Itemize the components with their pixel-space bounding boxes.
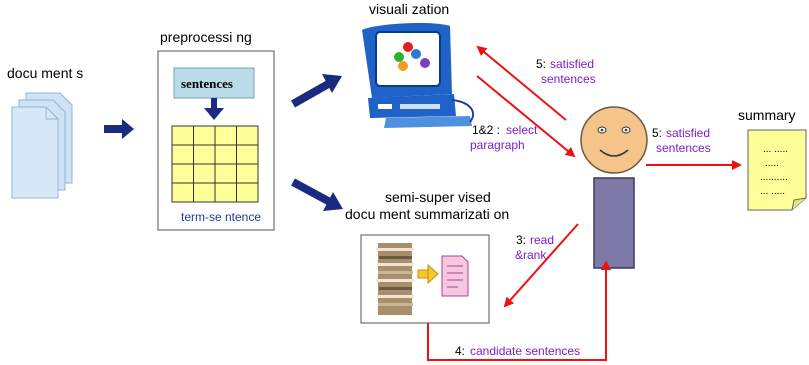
arrow-icon-orange <box>417 263 439 285</box>
edge5-right-text2: sentences <box>656 141 711 155</box>
edge5-top-num: 5: <box>536 57 546 71</box>
edge5-top-text2: sentences <box>541 72 596 86</box>
summary-line-4: ... ..... <box>760 186 785 197</box>
document-summarization-label: docu ment summarizati on <box>345 206 509 222</box>
summary-document-icon <box>747 129 807 211</box>
edge4-text: candidate sentences <box>470 344 580 358</box>
sentences-box <box>173 67 255 99</box>
documents-label: docu ment s <box>7 65 83 81</box>
edge12-num: 1&2 : <box>472 123 500 137</box>
user-icon <box>580 106 648 269</box>
paper-stack-icon <box>376 243 414 315</box>
edge12-text1: select <box>506 123 538 137</box>
arrow-visualization-to-user <box>476 75 576 158</box>
edge5-right-num: 5: <box>652 126 662 140</box>
arrow-preprocessing-to-summarization <box>291 178 343 211</box>
sentences-label: sentences <box>181 76 233 91</box>
edge3-num: 3: <box>516 233 526 247</box>
edge12-text2: paragraph <box>470 138 525 152</box>
summary-label: summary <box>738 107 796 123</box>
edge5-top-text1: satisfied <box>550 57 594 71</box>
arrow-preprocessing-to-visualization <box>291 74 342 108</box>
summary-line-3: .......... <box>760 172 788 183</box>
summary-line-2: ..... <box>765 158 779 169</box>
preprocessing-label: preprocessi ng <box>160 29 252 45</box>
arrow-summarization-to-user <box>427 260 611 361</box>
term-sentence-label: term-se ntence <box>181 210 261 224</box>
summary-line-1: ... ..... <box>763 144 788 155</box>
edge4-num: 4: <box>455 344 465 358</box>
computer-icon <box>362 23 475 128</box>
arrow-sentences-down <box>204 98 224 120</box>
arrow-user-to-visualization <box>476 45 567 121</box>
documents-icon <box>11 92 73 199</box>
edge3-text2: &rank <box>515 248 547 262</box>
edge5-right-text1: satisfied <box>666 126 710 140</box>
arrow-documents-to-preprocessing <box>104 119 134 139</box>
arrow-user-to-summarization <box>503 223 579 308</box>
term-sentence-grid <box>171 125 259 203</box>
summary-page-icon <box>441 255 469 297</box>
visualization-label: visuali zation <box>369 1 449 17</box>
semi-supervised-label: semi-super vised <box>385 189 491 205</box>
edge3-text1: read <box>530 233 554 247</box>
